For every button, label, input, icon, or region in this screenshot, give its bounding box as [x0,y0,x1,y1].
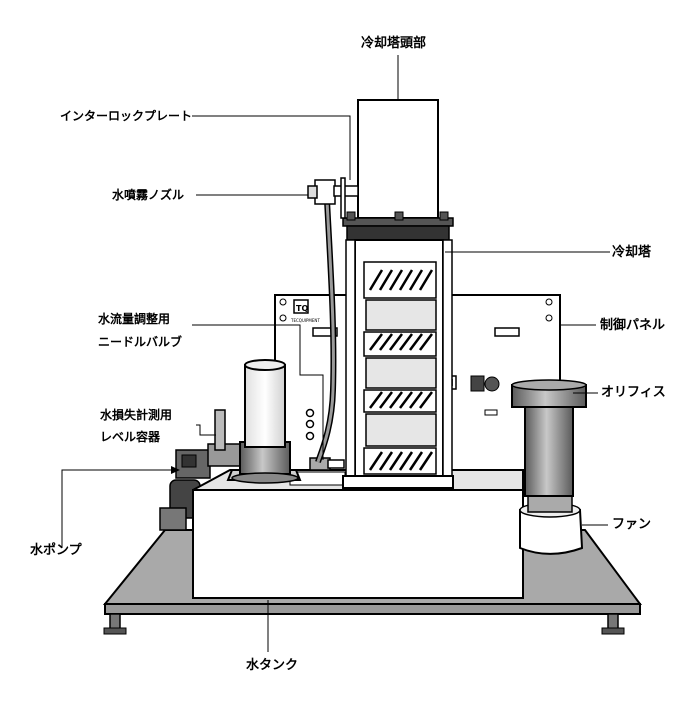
panel-logo-text: TECQUIPMENT [290,318,320,323]
label-water-spray-nozzle: 水噴霧ノズル [112,188,185,202]
label-water-pump: 水ポンプ [30,543,82,558]
label-interlock-plate: インターロックプレート [60,109,193,123]
panel-logo-icon: TQ [293,299,309,314]
water-tank [192,469,524,599]
fan-assembly [511,379,587,555]
fan-switch[interactable] [470,375,485,392]
cooling-tower [342,99,454,489]
label-flow-needle-valve-line1: 水流量調整用 [98,312,171,326]
needle-valve [309,457,345,471]
spray-nozzle [307,177,359,463]
label-water-loss-gauge-line2: レベル容器 [100,430,161,444]
control-knob[interactable] [484,376,500,392]
svg-text:TQ: TQ [296,304,308,313]
leader-lines [61,55,610,652]
interlock-plate [340,177,346,219]
level-container [214,359,302,484]
label-orifice: オリフィス [601,385,666,400]
label-fan: ファン [612,517,652,532]
label-cooling-tower: 冷却塔 [612,245,652,260]
packing-decks [363,261,437,475]
label-water-tank: 水タンク [246,658,299,673]
label-cooling-tower-head: 冷却塔頭部 [361,36,427,51]
label-control-panel: 制御パネル [600,318,666,333]
label-water-loss-gauge-line1: 水損失計測用 [100,408,173,422]
label-flow-needle-valve-line2: ニードルバルブ [98,335,183,349]
